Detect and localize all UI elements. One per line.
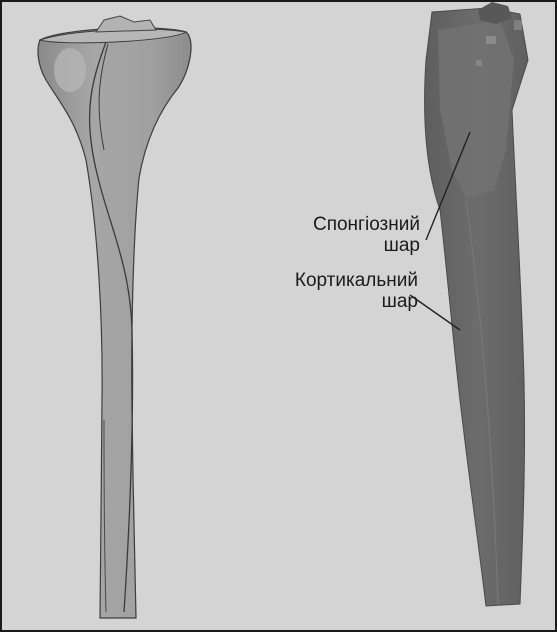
spot-3: [514, 20, 522, 30]
label-cancellous-line2: шар: [262, 235, 420, 256]
spot-2: [476, 60, 482, 66]
label-cancellous-line1: Спонгіозний: [262, 214, 420, 235]
label-cancellous-layer: Спонгіозний шар: [262, 214, 420, 256]
spot-1: [486, 36, 496, 44]
tibia-layered-model: [425, 2, 528, 606]
tibia-surface-model: [38, 16, 191, 618]
label-cortical-line1: Кортикальний: [240, 270, 418, 291]
label-cortical-line2: шар: [240, 291, 418, 312]
left-bone-body: [38, 28, 191, 618]
intercondylar-eminence: [96, 16, 156, 32]
label-cortical-layer: Кортикальний шар: [240, 270, 418, 312]
condyle-highlight: [54, 48, 86, 92]
